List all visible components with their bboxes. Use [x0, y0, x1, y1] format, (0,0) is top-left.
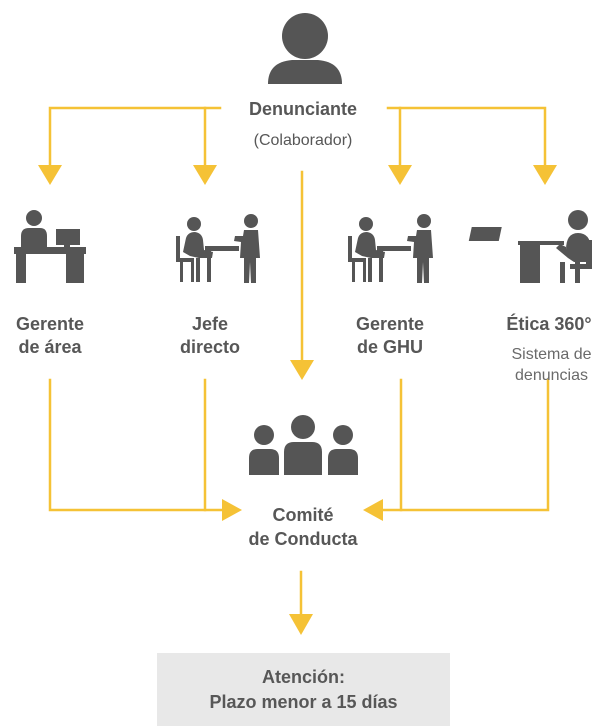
meeting-at-desk-icon-2	[348, 214, 433, 283]
gerente-area-label-1: Gerente	[15, 314, 85, 334]
arrow-to-gerente-ghu	[388, 165, 412, 185]
arrow-to-etica-360	[533, 165, 557, 185]
arrow-to-comite-center	[290, 360, 314, 380]
jefe-directo-label-2: directo	[179, 337, 240, 357]
meeting-at-desk-icon	[176, 214, 260, 283]
bottom-arrowheads	[222, 499, 383, 635]
arrow-left-into-comite	[222, 499, 242, 521]
arrow-right-into-comite	[363, 499, 383, 521]
atencion-box: Atención: Plazo menor a 15 días	[157, 653, 450, 726]
arrow-to-atencion	[289, 614, 313, 635]
group-of-people-icon	[249, 415, 358, 475]
manager-at-desk-icon	[14, 210, 86, 283]
etica-360-sub-2: denuncias	[515, 367, 588, 384]
atencion-label-2: Plazo menor a 15 días	[209, 692, 398, 712]
person-silhouette-icon	[268, 13, 342, 84]
top-connectors	[48, 106, 547, 362]
arrow-to-gerente-area	[38, 165, 62, 185]
arrow-to-jefe-directo	[193, 165, 217, 185]
denunciante-title: Denunciante	[248, 99, 358, 119]
etica-360-label: Ética 360°	[506, 314, 592, 334]
bottom-connectors	[48, 378, 550, 616]
gerente-ghu-label-2: de GHU	[356, 337, 423, 357]
jefe-directo-label-1: Jefe	[191, 314, 229, 334]
gerente-ghu-label-1: Gerente	[355, 314, 425, 334]
comite-label-1: Comité	[272, 505, 334, 525]
comite-label-2: de Conducta	[248, 529, 358, 549]
denunciante-subtitle: (Colaborador)	[253, 132, 353, 149]
atencion-label-1: Atención:	[262, 667, 345, 687]
etica-360-sub-1: Sistema de	[511, 346, 592, 363]
top-arrowheads	[38, 165, 557, 380]
gerente-area-label-2: de área	[18, 337, 82, 357]
person-at-computer-icon	[468, 210, 592, 283]
